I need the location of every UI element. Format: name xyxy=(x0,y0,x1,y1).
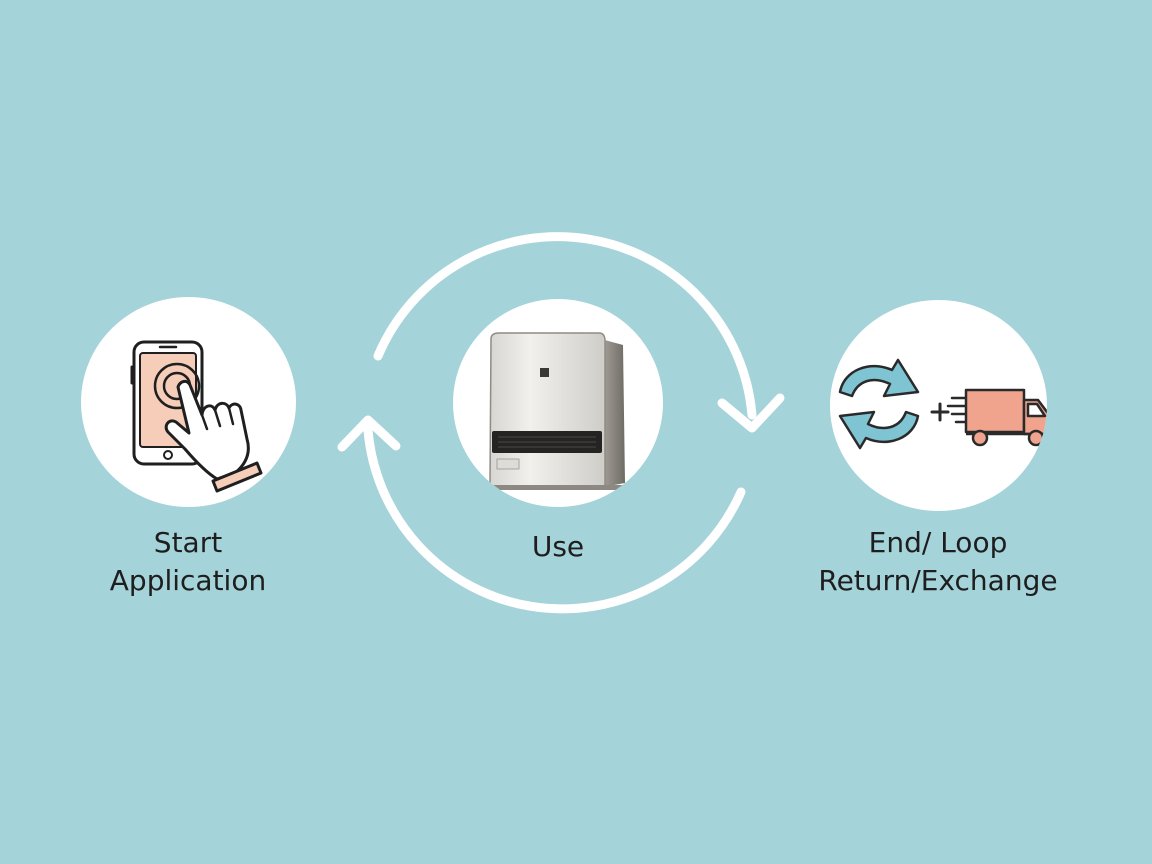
stage-end-label-line-2: Return/Exchange xyxy=(818,564,1058,597)
cycle-arrow-bottom-head xyxy=(337,415,401,452)
end-stage-icons xyxy=(838,358,1047,450)
cycle-arrow-top-head xyxy=(717,393,785,433)
stage-end-circle xyxy=(830,300,1047,511)
delivery-truck-icon xyxy=(946,388,1047,447)
stage-use-label-line-1: Use xyxy=(531,530,585,563)
stage-start-circle xyxy=(81,297,296,507)
stage-use-circle xyxy=(453,299,663,507)
stage-start-label: Start Application xyxy=(88,524,288,600)
cycle-arrow-bottom xyxy=(363,425,746,614)
stage-use-label: Use xyxy=(498,528,618,566)
plus-icon xyxy=(930,402,950,422)
stage-start-label-line-1: Start xyxy=(153,526,223,559)
stage-end-label-line-1: End/ Loop xyxy=(868,526,1008,559)
refresh-cycle-icon xyxy=(838,358,920,450)
space-heater-device-icon xyxy=(489,332,625,490)
hand-tapping-phone-icon xyxy=(130,340,263,493)
stage-start-label-line-2: Application xyxy=(109,564,267,597)
stage-end-label: End/ Loop Return/Exchange xyxy=(798,524,1078,600)
cycle-arrow-top xyxy=(373,232,757,420)
